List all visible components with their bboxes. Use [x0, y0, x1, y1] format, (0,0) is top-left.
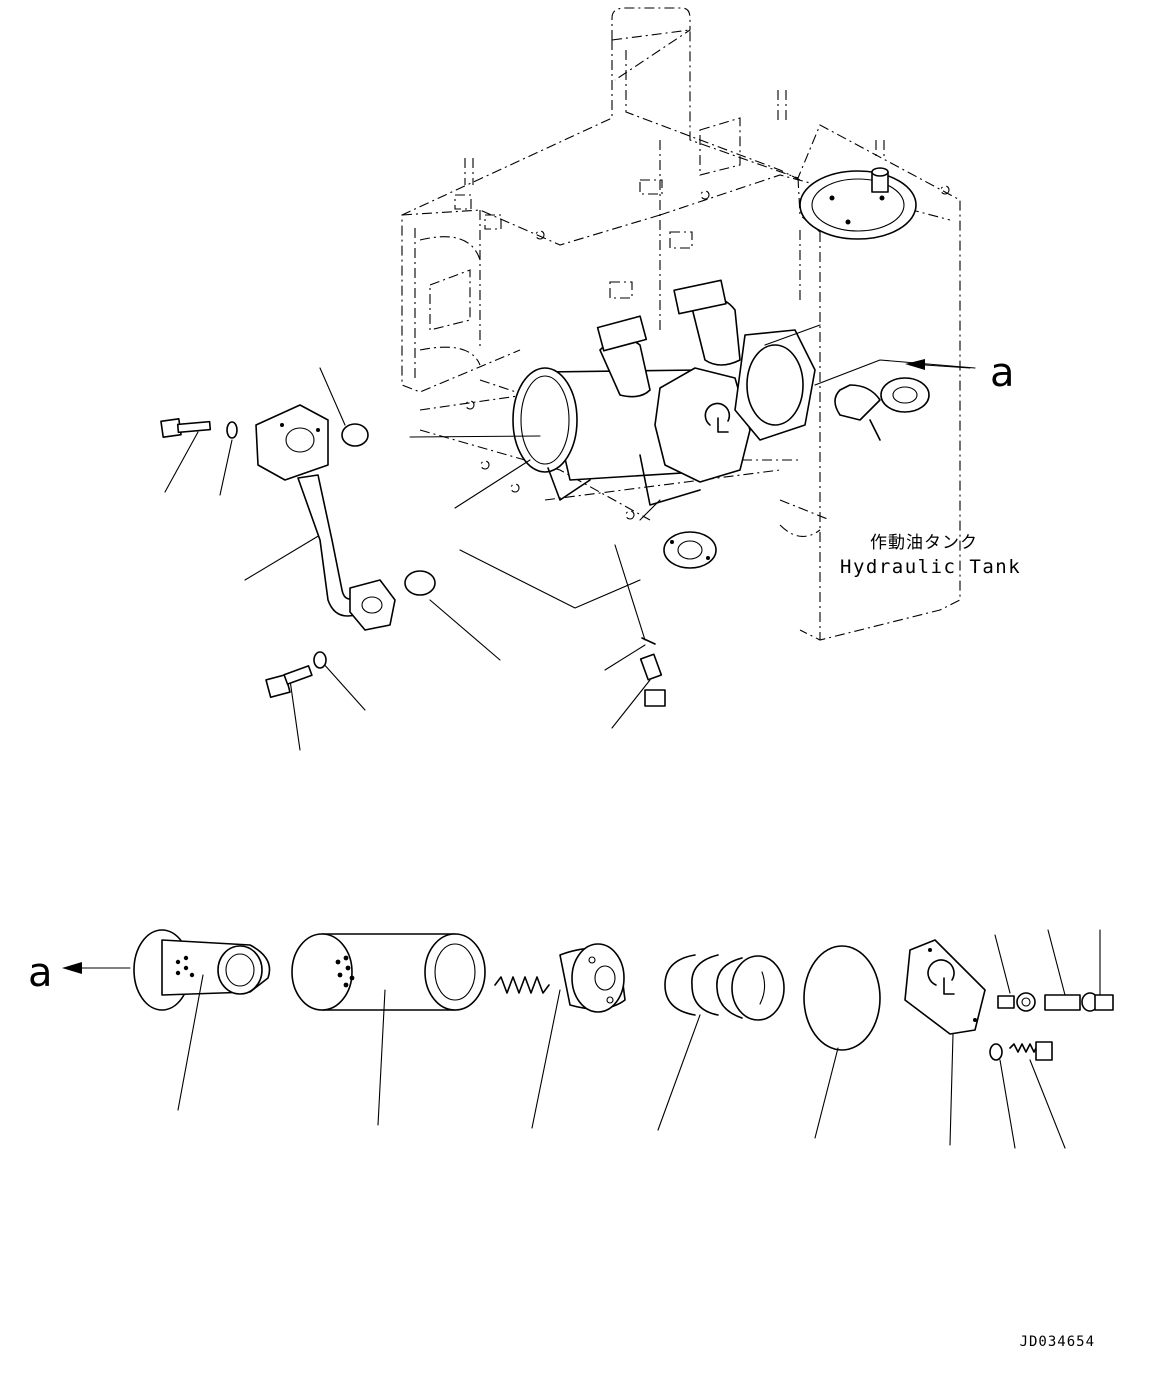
- part-filter-element: [291, 933, 486, 1011]
- view-reference-a-top: a: [990, 350, 1015, 396]
- part-strainer: [133, 929, 271, 1011]
- hydraulic-tank-outline: [401, 7, 961, 641]
- loose-parts-top: [160, 404, 666, 707]
- filter-case-installed: [512, 279, 930, 506]
- tank-flange: [663, 531, 717, 569]
- drawing-code: JD034654: [1019, 1334, 1095, 1350]
- view-reference-a-bottom: a: [28, 950, 53, 996]
- part-valve-spring: [494, 943, 626, 1013]
- part-o-ring: [803, 945, 881, 1051]
- tank-label-japanese: 作動油タンク: [870, 533, 978, 553]
- tank-label-english: Hydraulic Tank: [840, 556, 1022, 578]
- filler-cap: [799, 167, 917, 240]
- part-spring-rings: [664, 954, 785, 1021]
- part-fittings: [989, 992, 1114, 1061]
- exploded-parts: [62, 929, 1114, 1149]
- leader-lines-top: [164, 324, 976, 751]
- part-cover: [904, 939, 986, 1035]
